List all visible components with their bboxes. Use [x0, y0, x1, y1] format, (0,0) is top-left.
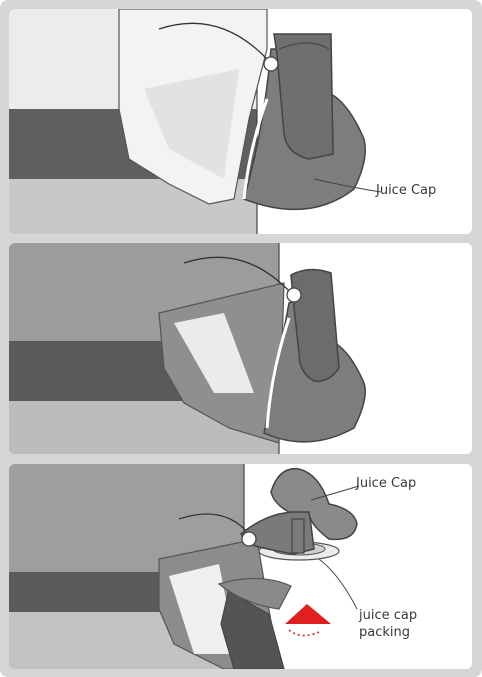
- step-2-panel: [9, 243, 472, 454]
- juice-cap-packing-label-line1: juice cap: [359, 608, 417, 624]
- juice-cap-label-open: Juice Cap: [356, 476, 416, 492]
- juice-cap-label: Juice Cap: [376, 183, 436, 199]
- step-1-illustration: [9, 9, 472, 234]
- juice-cap-packing-label-line2: packing: [359, 625, 410, 641]
- step-2-illustration: [9, 243, 472, 454]
- step-1-panel: [9, 9, 472, 234]
